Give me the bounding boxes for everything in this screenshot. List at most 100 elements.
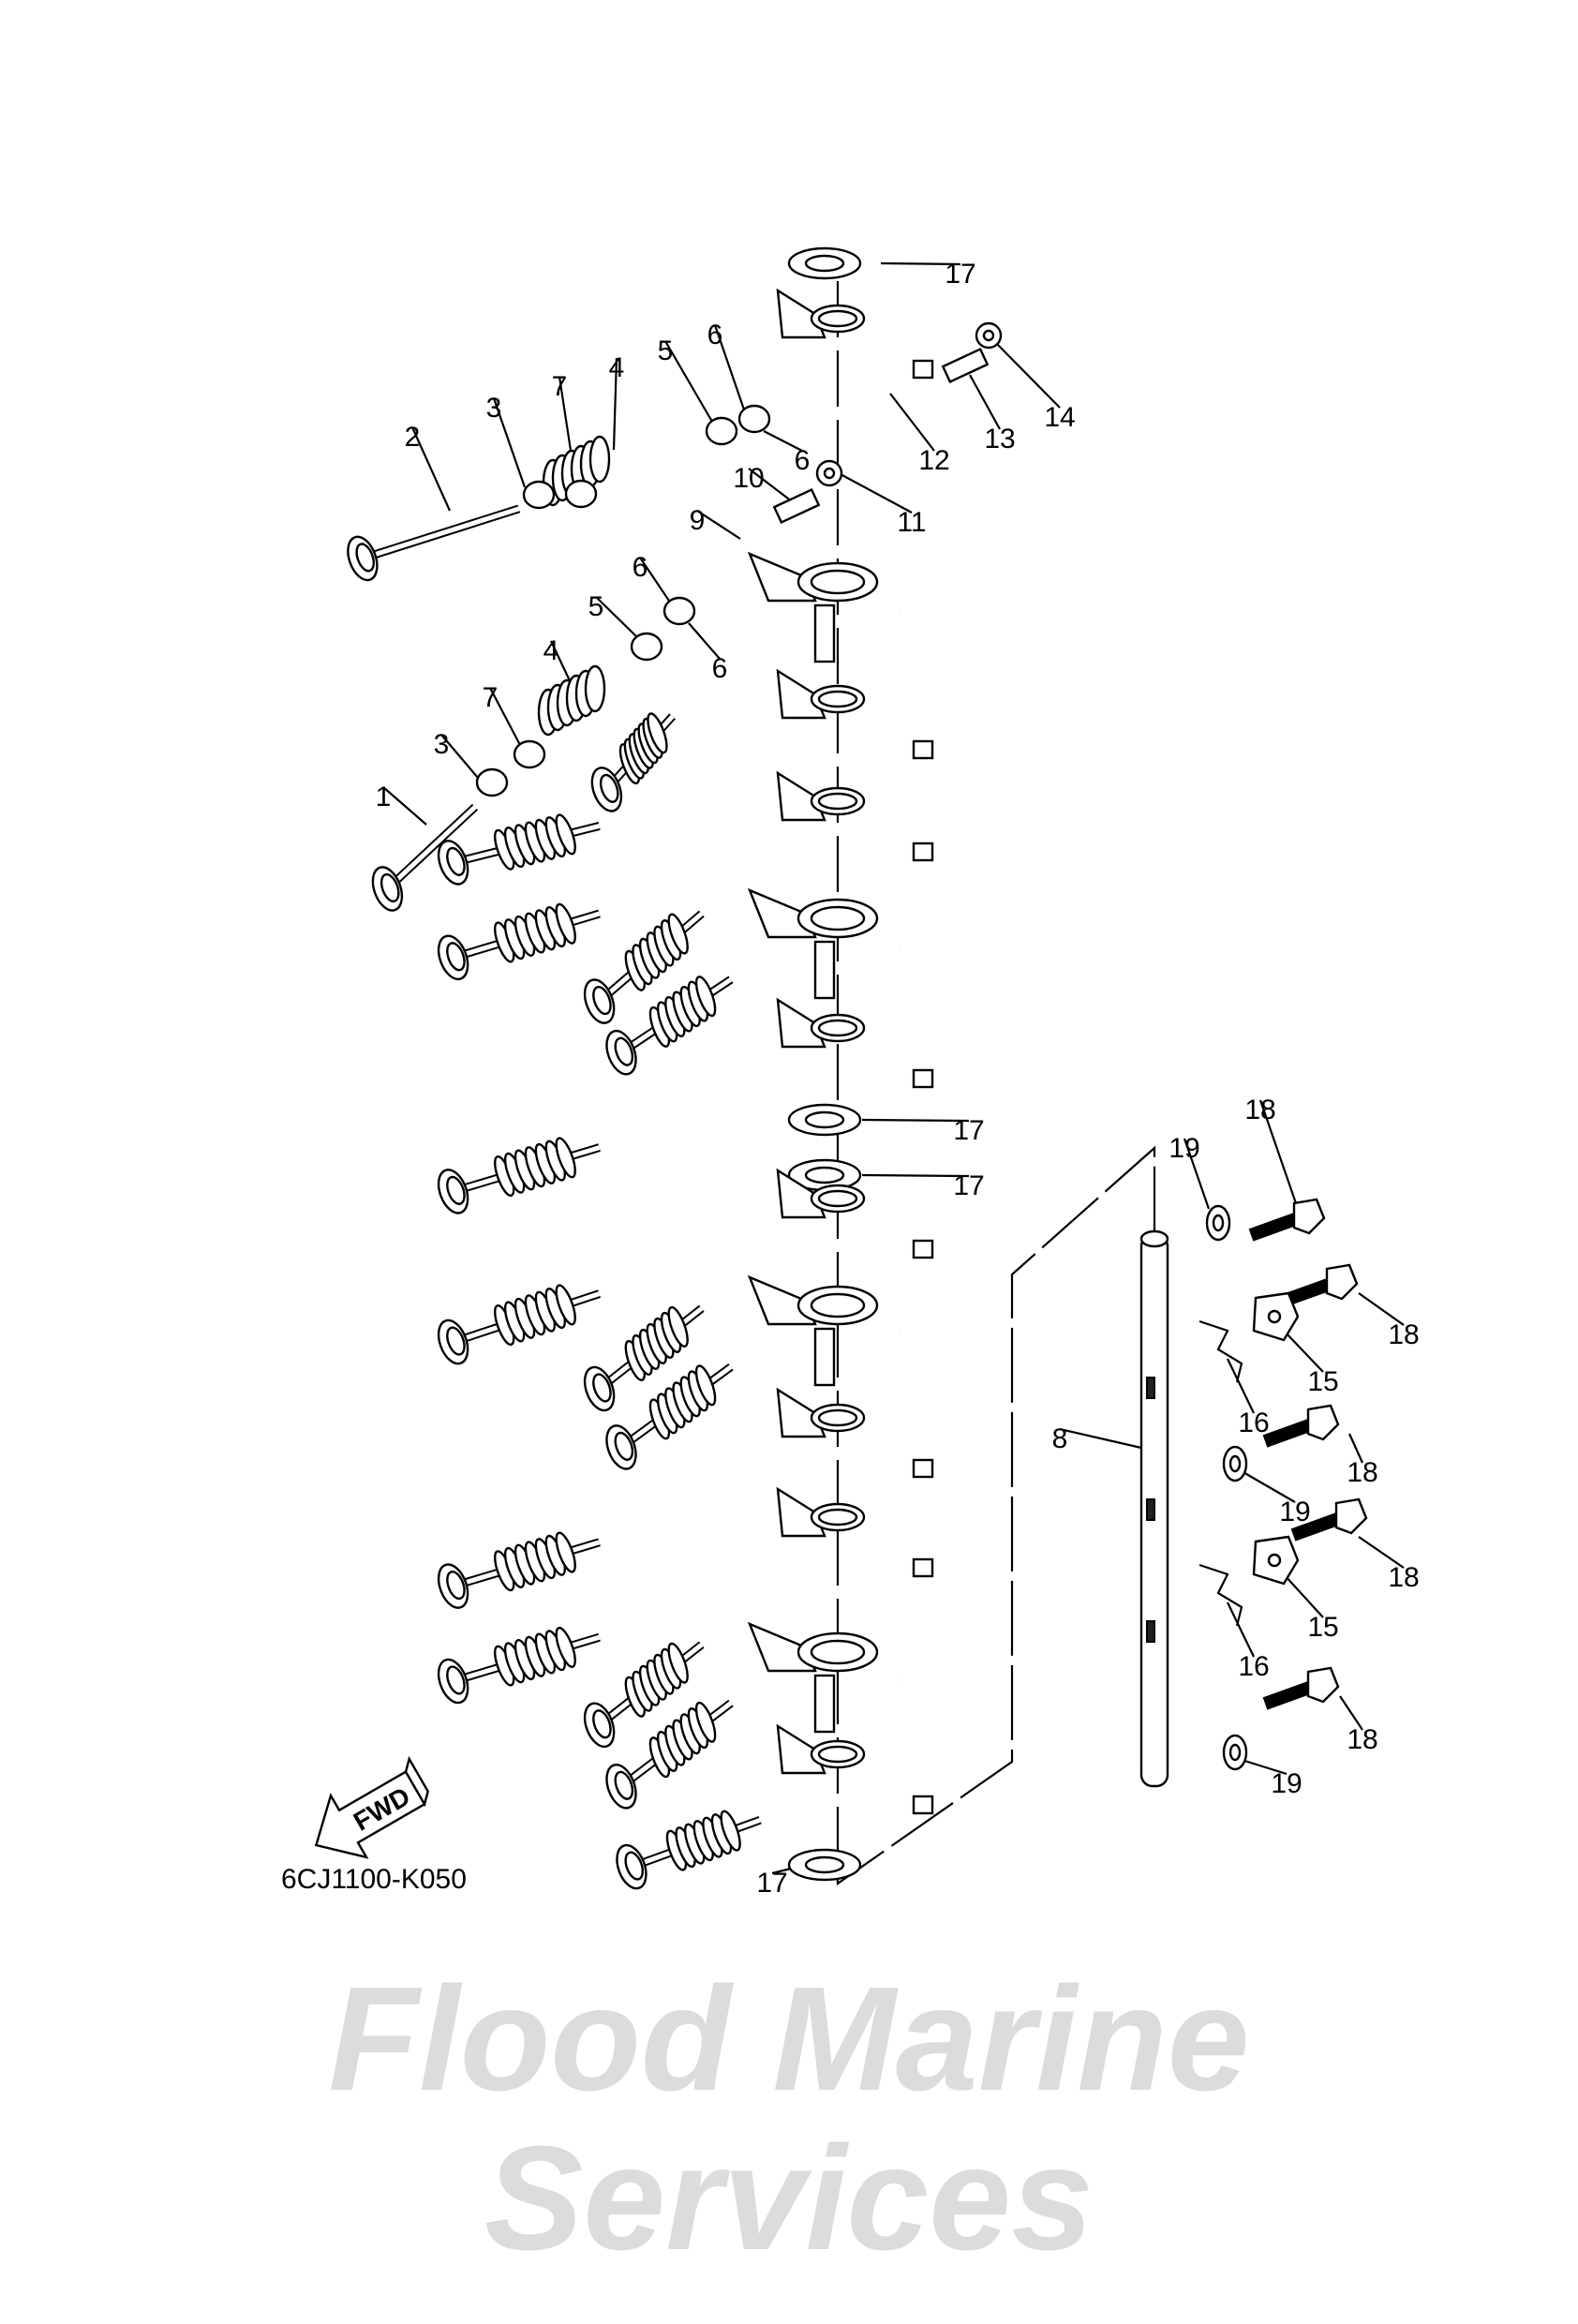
callout-leader — [713, 324, 747, 413]
callout-label: 19 — [1279, 1497, 1310, 1527]
valve — [605, 976, 734, 1076]
adjusting-screw — [772, 487, 821, 525]
rocker-shaft — [1139, 1229, 1169, 1788]
callout-leader — [696, 510, 741, 540]
adjusting-screw — [941, 347, 990, 384]
washer — [787, 1158, 862, 1192]
callout-leader — [410, 426, 452, 512]
callout-label: 5 — [588, 591, 604, 622]
callout-leader — [1358, 1292, 1405, 1326]
callout-leader — [1241, 1470, 1296, 1503]
valve — [583, 1304, 705, 1412]
rocker-arm-exhaust — [747, 551, 901, 663]
parts — [347, 246, 1368, 1890]
callout-leader — [1059, 1427, 1142, 1450]
callout-leader — [664, 340, 713, 423]
washer — [787, 1103, 862, 1137]
callout-label: 17 — [953, 1170, 984, 1201]
stem-seal — [564, 479, 598, 509]
callout-label: 17 — [953, 1115, 984, 1146]
rocker-arm-intake — [776, 288, 934, 380]
callout-leader — [489, 687, 521, 746]
callout-leader — [1258, 1099, 1300, 1210]
valve — [616, 1810, 762, 1890]
callout-leader — [440, 734, 479, 779]
valve — [583, 1641, 705, 1749]
diagram-code: 6CJ1100-K050 — [281, 1864, 467, 1895]
valve-keeper — [737, 404, 771, 434]
valve — [583, 910, 705, 1024]
callout-leader — [382, 786, 427, 826]
callout-leader — [612, 357, 618, 451]
valve-spring — [494, 902, 576, 963]
fwd-arrow-icon: FWD — [314, 1755, 429, 1859]
callout-label: 6 — [795, 445, 811, 476]
callout-leader — [763, 430, 803, 452]
rocker-arm-intake — [776, 1387, 934, 1479]
bolt — [1281, 1263, 1359, 1307]
rocker-arm-intake — [776, 997, 934, 1089]
valve — [437, 813, 601, 886]
lock-nut — [975, 321, 1003, 350]
callout-label: 1 — [376, 782, 392, 812]
callout-leader — [994, 341, 1061, 409]
bolt — [1262, 1404, 1340, 1448]
callout-label: 7 — [483, 682, 499, 713]
rocker-arm-exhaust — [747, 1621, 901, 1734]
valve-spring — [618, 712, 668, 785]
watermark-line: Flood Marine — [328, 1957, 1249, 2122]
valve — [605, 1699, 734, 1810]
bolt — [1248, 1198, 1326, 1242]
spring-seat — [475, 767, 509, 797]
valve-spring — [648, 1701, 717, 1779]
callout-leader — [1283, 1330, 1324, 1373]
callout-label: 13 — [984, 424, 1015, 454]
valve-spring — [494, 1626, 576, 1687]
callout-label: 18 — [1388, 1319, 1419, 1350]
stem-seal — [513, 739, 546, 769]
washer — [1222, 1445, 1248, 1482]
washer — [787, 246, 862, 280]
spring-clip — [1198, 1319, 1243, 1383]
rocker-arm-intake — [776, 1168, 934, 1259]
shaft-leader-line — [836, 1145, 1156, 1886]
watermark-line: Services — [484, 2116, 1094, 2281]
callout-label: 16 — [1238, 1651, 1269, 1682]
locating-plate — [1252, 1535, 1300, 1586]
callout-leader — [1283, 1573, 1324, 1618]
callout-leader — [1227, 1601, 1255, 1658]
valve-retainer — [630, 632, 663, 662]
callout-label: 3 — [434, 729, 450, 760]
valve-spring — [648, 1364, 717, 1440]
callout-label: 7 — [552, 371, 568, 402]
callout-label: 19 — [1271, 1768, 1302, 1799]
callout-label: 16 — [1238, 1408, 1269, 1438]
callout-label: 18 — [1388, 1562, 1419, 1593]
callout-leader — [969, 374, 1001, 430]
callout-label: 6 — [633, 552, 648, 583]
callout-label: 2 — [405, 422, 421, 453]
callout-leader — [889, 393, 935, 452]
callout-leader — [748, 468, 793, 502]
washer — [787, 1848, 862, 1882]
rocker-arm-exhaust — [747, 887, 901, 1000]
locating-plate — [1252, 1291, 1300, 1342]
callout-label: 19 — [1169, 1133, 1199, 1164]
rocker-arm-intake — [776, 1486, 934, 1578]
valve-spring — [494, 1137, 576, 1198]
bolt — [1262, 1666, 1340, 1710]
callout-label: 12 — [918, 445, 949, 476]
lock-nut — [815, 459, 843, 487]
callout-leader — [1227, 1358, 1255, 1414]
callout-label: 18 — [1244, 1095, 1275, 1125]
callout-leader — [688, 622, 721, 660]
valve — [590, 712, 676, 812]
valve-retainer — [705, 416, 738, 446]
callout-label: 11 — [897, 507, 926, 538]
valve-spring — [537, 664, 606, 737]
spring-clip — [1198, 1563, 1243, 1627]
valve — [437, 1531, 601, 1609]
rocker-arm-exhaust — [747, 1274, 901, 1387]
